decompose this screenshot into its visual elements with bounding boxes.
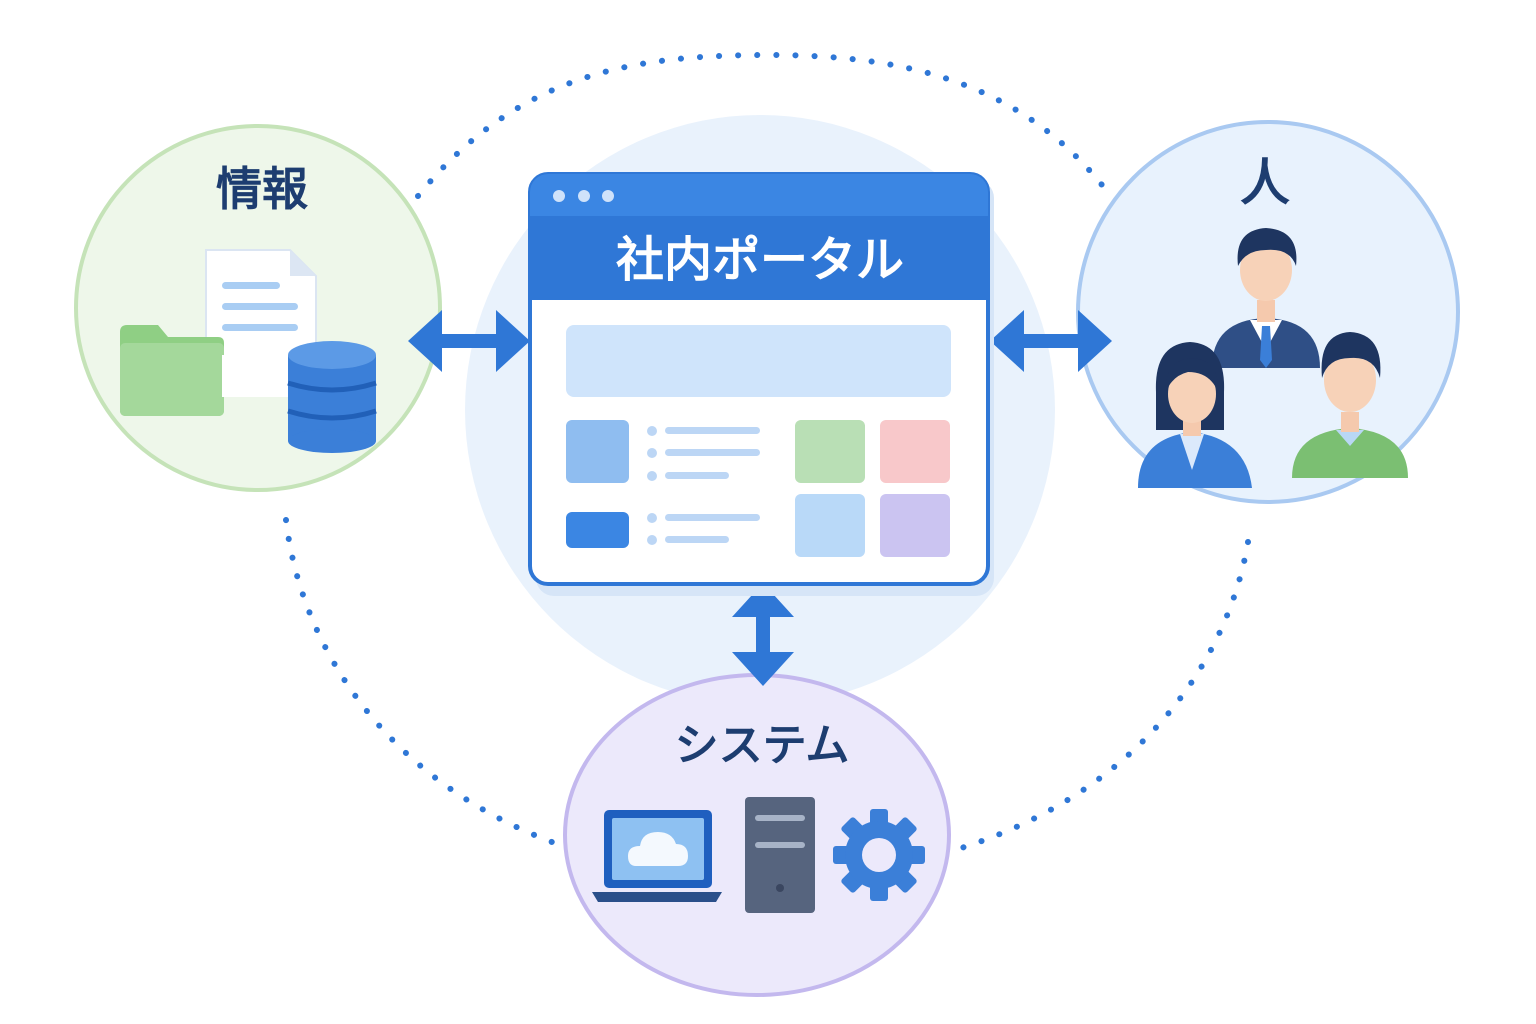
window-dot-icon bbox=[578, 190, 590, 202]
laptop-cloud-icon bbox=[592, 810, 722, 902]
male-avatar-icon bbox=[1292, 332, 1408, 478]
dotted-connection-ring bbox=[283, 51, 1251, 853]
window-dot-icon bbox=[602, 190, 614, 202]
folder-icon bbox=[120, 325, 224, 416]
dotted-arc-right bbox=[952, 539, 1251, 853]
portal-banner bbox=[566, 325, 951, 397]
tile-pink bbox=[880, 420, 950, 483]
tile-green bbox=[795, 420, 865, 483]
info-node-label: 情報 bbox=[216, 162, 308, 216]
window-dot-icon bbox=[553, 190, 565, 202]
portal-title: 社内ポータル bbox=[616, 232, 904, 288]
arrow-info-portal bbox=[408, 310, 530, 372]
info-node: 情報 bbox=[74, 124, 442, 492]
system-node: システム bbox=[563, 673, 951, 997]
female-avatar-icon bbox=[1138, 342, 1252, 488]
people-node: 人 bbox=[1076, 120, 1460, 504]
arrow-portal-system bbox=[732, 583, 794, 686]
document-icon bbox=[205, 249, 317, 361]
server-icon bbox=[745, 797, 815, 913]
tile-blue bbox=[795, 494, 865, 557]
dotted-arc-top bbox=[415, 51, 1109, 199]
tile-purple bbox=[880, 494, 950, 557]
arrow-portal-people bbox=[990, 310, 1112, 372]
document-sheet bbox=[222, 355, 294, 397]
people-node-label: 人 bbox=[1240, 154, 1290, 212]
system-node-label: システム bbox=[675, 720, 850, 771]
gear-icon bbox=[833, 809, 925, 901]
manager-avatar-icon bbox=[1212, 228, 1320, 368]
list-thumb bbox=[566, 512, 629, 548]
portal-list bbox=[566, 420, 760, 548]
portal-tiles bbox=[795, 420, 950, 557]
portal-window: 社内ポータル bbox=[528, 172, 994, 596]
database-icon bbox=[287, 341, 377, 453]
list-thumb bbox=[566, 420, 629, 483]
